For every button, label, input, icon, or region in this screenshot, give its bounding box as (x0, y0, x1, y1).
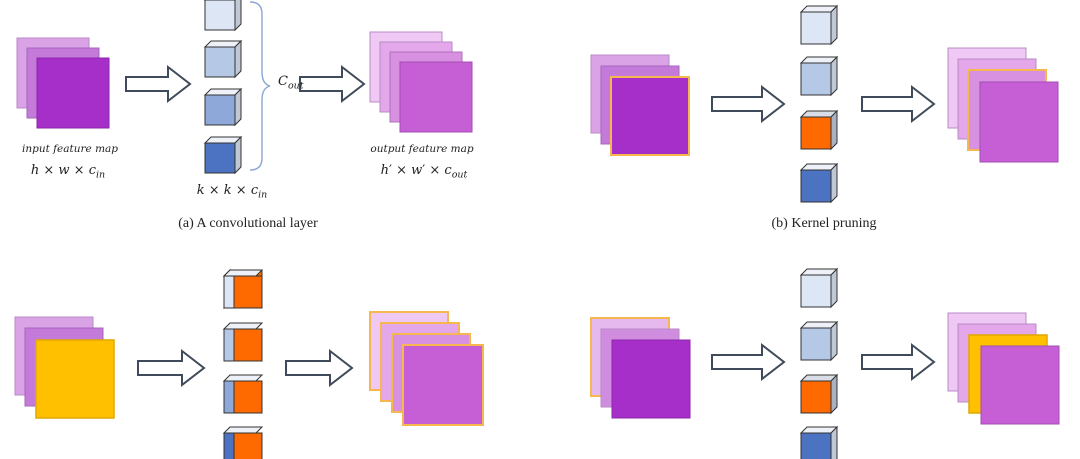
panel-a-arrow-1 (125, 64, 192, 104)
caption-panel-a: (a) A convolutional layer (178, 216, 318, 231)
panel-b-arrow-1 (711, 84, 786, 124)
input-dim-c: c (88, 163, 96, 178)
panel-a-input-feature-map (16, 37, 110, 129)
cout-brace (249, 1, 271, 171)
kernel-cube-1 (799, 4, 839, 46)
kernel-cube-2 (222, 322, 264, 362)
kernel-cube-1 (799, 267, 839, 309)
kernel-dim-k2: k (223, 183, 232, 198)
panel-a-output-feature-map (369, 31, 473, 133)
output-dim-c: c (444, 163, 452, 178)
kernel-cube-4 (799, 162, 839, 204)
cout-sub: out (287, 80, 304, 92)
panel-d (590, 267, 1060, 459)
panel-c-arrow-2 (285, 348, 354, 388)
cout-c: C (278, 74, 288, 89)
panel-c-output-feature-map (369, 311, 484, 426)
kernel-cube-2 (799, 320, 839, 362)
kernel-cube-4 (799, 425, 839, 459)
kernel-dims: k × k × cin (196, 183, 268, 201)
kernel-cube-3 (222, 374, 264, 414)
kernel-cube-4 (203, 135, 243, 175)
panel-b-kernels (799, 4, 839, 204)
panel-d-arrow-2 (861, 342, 936, 382)
panel-a-kernels (203, 0, 243, 175)
panel-b-arrow-2 (861, 84, 936, 124)
panel-d-input-feature-map (590, 317, 691, 419)
kernel-dim-c-sub: in (258, 189, 268, 201)
kernel-cube-4 (222, 426, 264, 459)
kernel-cube-2 (203, 39, 243, 79)
panel-b (590, 4, 1059, 204)
kernel-cube-pruned (799, 109, 839, 151)
panel-c-kernels (222, 268, 264, 459)
panel-d-kernels (799, 267, 839, 459)
panel-a-arrow-2 (299, 64, 366, 104)
panel-a (16, 0, 473, 175)
panel-b-input-feature-map (590, 54, 690, 156)
cout-label: Cout (278, 74, 304, 92)
input-dim-h: h (30, 163, 40, 178)
output-dims: h′ × w′ × cout (380, 163, 468, 181)
output-dim-w: w (411, 163, 423, 178)
output-dim-c-sub: out (451, 169, 468, 181)
kernel-cube-1 (222, 268, 264, 310)
input-feature-map-label: input feature map (21, 143, 119, 155)
panel-c-arrow-1 (137, 348, 206, 388)
input-dim-c-sub: in (96, 169, 106, 181)
panel-c-input-feature-map (14, 316, 115, 419)
kernel-cube-3 (203, 87, 243, 127)
panel-d-output-feature-map (947, 312, 1060, 425)
output-feature-map-label: output feature map (370, 143, 474, 155)
panel-b-output-feature-map (947, 47, 1059, 163)
caption-panel-b: (b) Kernel pruning (771, 216, 877, 231)
kernel-dim-c: c (250, 183, 259, 198)
kernel-cube-pruned (799, 373, 839, 415)
input-dim-w: w (58, 163, 70, 178)
input-dims: h × w × cin (30, 163, 106, 181)
output-dim-h: h (380, 163, 390, 178)
kernel-cube-2 (799, 55, 839, 97)
panel-c (14, 268, 484, 459)
kernel-cube-1 (203, 0, 242, 32)
kernel-dim-k1: k (196, 183, 205, 198)
input-map-front (36, 57, 110, 129)
panel-d-arrow-1 (711, 342, 786, 382)
